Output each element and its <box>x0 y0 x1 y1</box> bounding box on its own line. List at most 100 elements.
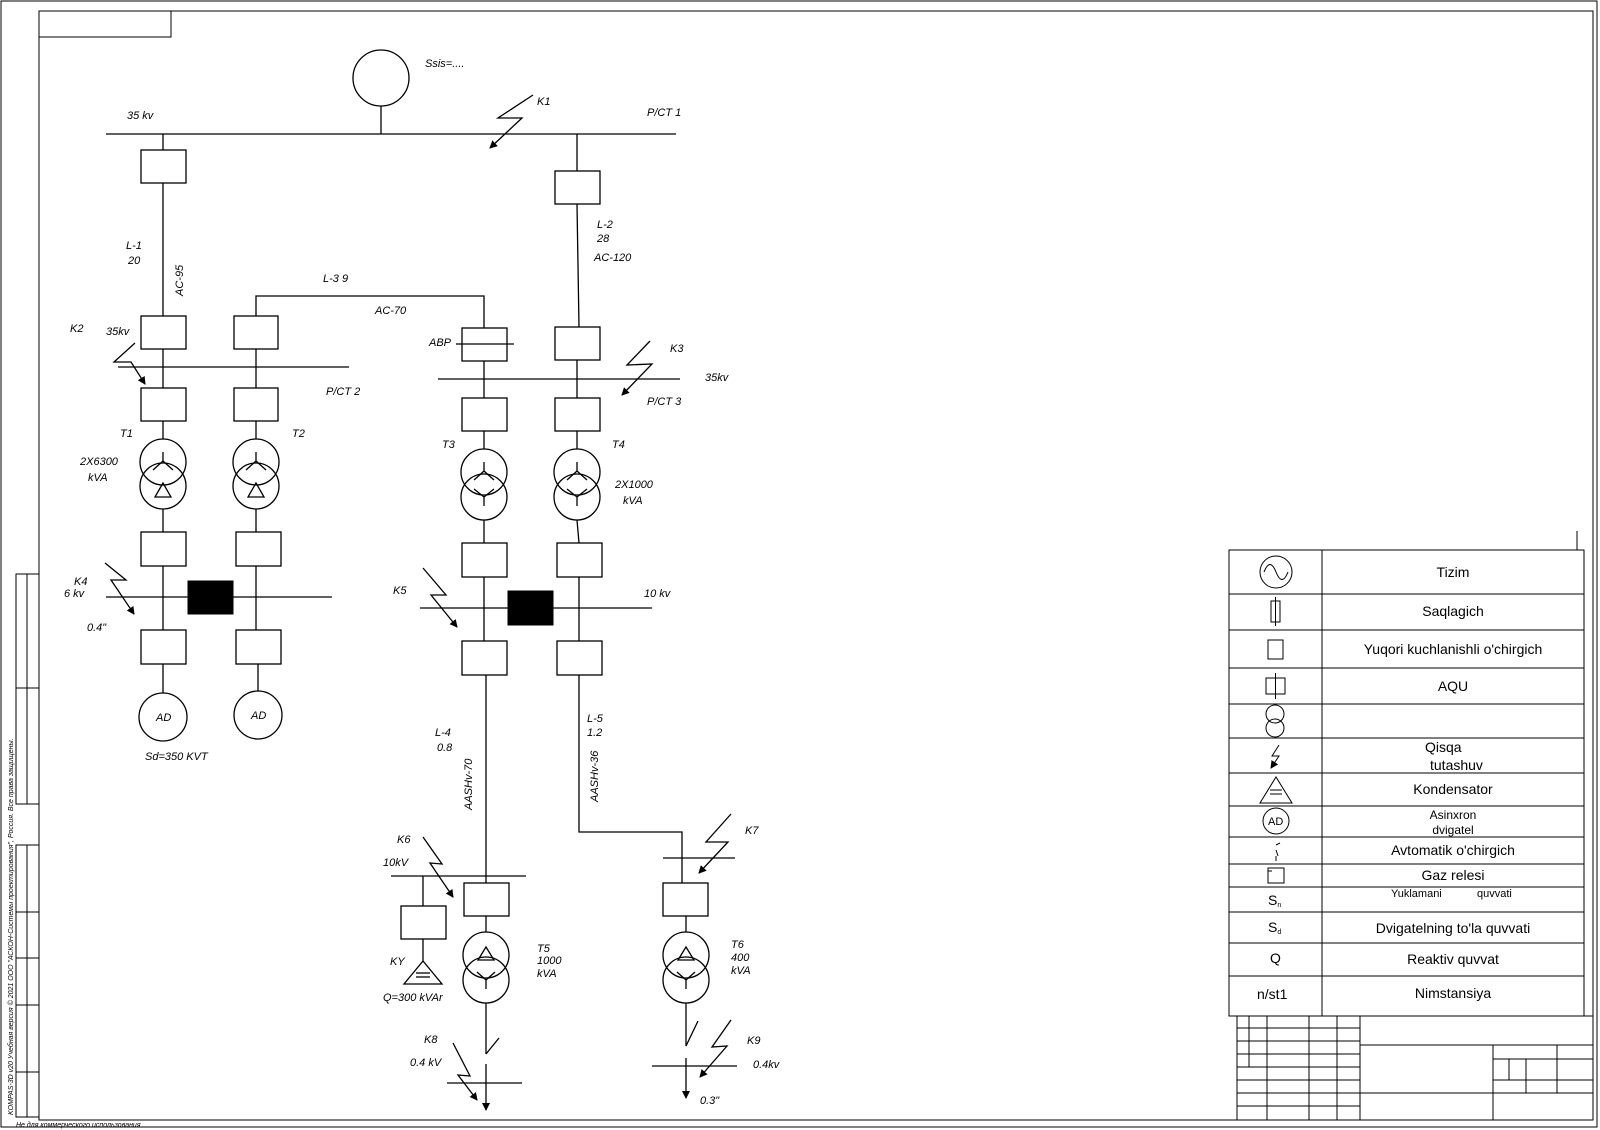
legend-label-yuklamani: Yuklamani <box>1391 888 1442 900</box>
motor-ad1 <box>138 692 188 742</box>
legend-symbol-breaker-icon <box>1267 639 1284 660</box>
fault-k3-icon <box>621 340 654 396</box>
auto-breaker-k9 <box>685 1020 699 1047</box>
pst2-voltage: 35kv <box>106 326 131 338</box>
source-label: Ssis=.... <box>425 58 464 70</box>
transformer-t6-hv <box>662 931 710 979</box>
legend-symbol-gas-relay-icon <box>1267 867 1285 884</box>
fault-k8-icon <box>452 1042 478 1101</box>
motor-ad2 <box>233 690 283 740</box>
fault-k9-icon <box>699 1019 732 1078</box>
breaker-t3-lv <box>461 542 508 578</box>
breaker-l3-left <box>233 315 279 350</box>
pst3-voltage: 35kv <box>705 372 730 384</box>
line-l2 <box>576 203 580 328</box>
breaker-capacitor <box>400 905 447 940</box>
legend-symbol-aqu-icon <box>1265 673 1286 699</box>
breaker-ad1 <box>140 629 187 665</box>
fault-k6-icon <box>422 836 454 898</box>
legend-symbol-fuse-icon <box>1270 597 1281 626</box>
l2-wire: AC-120 <box>593 252 632 264</box>
legend-symbol-capacitor-icon <box>1259 776 1293 804</box>
breaker-t3-hv <box>461 397 508 432</box>
t12-rating-2: kVA <box>88 472 108 484</box>
motor-ad1-label: AD <box>155 712 171 724</box>
legend-label-q: Reaktiv quvvat <box>1407 951 1499 967</box>
legend-label-aqu: AQU <box>1438 678 1468 694</box>
l5-length: 1.2 <box>587 727 602 739</box>
legend-symbol-auto-breaker-icon <box>1275 842 1281 861</box>
line-l3 <box>255 295 485 328</box>
l4-wire: AASHv-70 <box>463 758 475 811</box>
transformer-t2-hv <box>232 438 280 486</box>
breaker-ad2 <box>235 629 282 665</box>
bus10kv-k6-label: 10kV <box>383 857 410 869</box>
sectional-breaker-6kv <box>187 580 234 615</box>
transformer-t3-hv <box>460 448 508 496</box>
l5-wire: AASHv-36 <box>589 750 601 803</box>
capacitor-q: Q=300 kVAr <box>383 992 444 1004</box>
bus04-note: 0.3" <box>700 1095 720 1107</box>
legend-label-breaker: Yuqori kuchlanishli o'chirgich <box>1364 641 1543 657</box>
bus6-note: 0.4" <box>87 622 107 634</box>
fault-k5-icon <box>422 567 458 628</box>
t2-label: T2 <box>292 428 305 440</box>
l1-length: 20 <box>127 255 141 267</box>
legend-label-sd: Dvigatelning to'la quvvati <box>1376 920 1530 936</box>
legend-label-tutashuv: tutashuv <box>1430 757 1483 773</box>
breaker-t5-hv <box>463 882 510 917</box>
legend-symbol-short-circuit-icon <box>1270 744 1280 769</box>
t5-label: T5 <box>537 943 551 955</box>
fault-k9-label: K9 <box>747 1035 760 1047</box>
fault-k2-label: K2 <box>70 323 83 335</box>
breaker-t4-hv <box>554 397 601 432</box>
pst1-label: P/CT 1 <box>647 107 681 119</box>
l1-wire: AC-95 <box>174 264 186 297</box>
l2-length: 28 <box>596 233 610 245</box>
transformer-t2-lv <box>232 462 280 510</box>
legend-label-saqlagich: Saqlagich <box>1422 603 1484 619</box>
abr-label: ABP <box>428 337 452 349</box>
breaker-l1-bottom <box>140 315 187 350</box>
breaker-l1-top <box>140 149 187 184</box>
legend-label-qisqa: Qisqa <box>1425 739 1462 755</box>
legend-symbol-transformer-icon <box>1265 704 1285 738</box>
t5-rating-2: kVA <box>537 968 557 980</box>
legend-nst-symbol: n/st1 <box>1257 986 1288 1002</box>
legend-label-auto-breaker: Avtomatik o'chirgich <box>1391 842 1515 858</box>
t12-rating-1: 2X6300 <box>79 456 119 468</box>
l2-name: L-2 <box>597 219 613 231</box>
fault-k5-label: K5 <box>393 585 407 597</box>
capacitor-ky <box>402 959 444 985</box>
t1-label: T1 <box>120 428 133 440</box>
pst2-label: P/CT 2 <box>326 386 360 398</box>
bus04-k9-label: 0.4kv <box>753 1059 781 1071</box>
fault-k3-label: K3 <box>670 343 684 355</box>
legend-label-dvigatel: dvigatel <box>1432 823 1473 837</box>
bus04-k8-label: 0.4 kV <box>410 1057 443 1069</box>
stamp-bottom-text: Не для коммерческого использования <box>16 1121 141 1129</box>
motor-ad2-label: AD <box>250 710 266 722</box>
breaker-t4-lv <box>556 542 603 578</box>
t3-label: T3 <box>442 439 456 451</box>
transformer-t1-hv <box>139 438 187 486</box>
t6-rating-2: kVA <box>731 965 751 977</box>
l3-wire: AC-70 <box>374 305 407 317</box>
t4-label: T4 <box>612 439 625 451</box>
title-block <box>1236 1015 1594 1121</box>
breaker-l5 <box>556 640 603 676</box>
legend-label-asinxron: Asinxron <box>1430 808 1477 822</box>
breaker-t1-hv <box>140 387 187 422</box>
breaker-l2-top <box>554 170 601 205</box>
fault-k8-label: K8 <box>424 1034 438 1046</box>
capacitor-name: KY <box>390 956 405 968</box>
legend-sn-symbol: Sn <box>1268 892 1281 909</box>
sectional-breaker-10kv <box>507 590 554 626</box>
legend-symbol-motor-icon <box>1262 807 1290 835</box>
t34-rating-1: 2X1000 <box>614 479 654 491</box>
fault-k7-label: K7 <box>745 825 759 837</box>
motor-sd-label: Sd=350 KVT <box>145 751 209 763</box>
transformer-t5-hv <box>462 931 510 979</box>
